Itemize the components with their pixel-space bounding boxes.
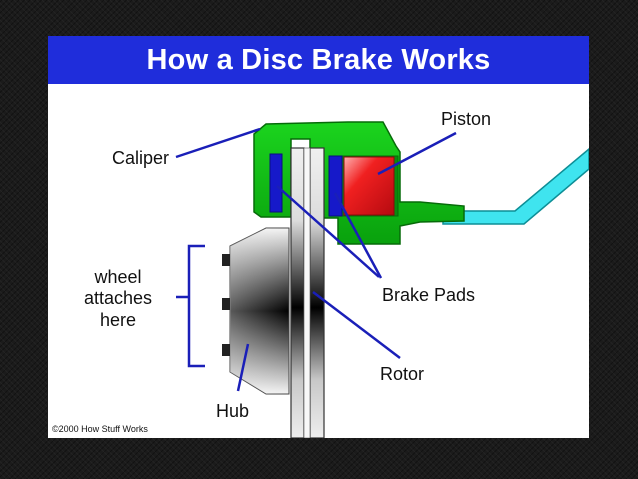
- pads-leader-outer: [276, 185, 380, 278]
- rotor-inner-disc: [309, 147, 325, 438]
- piston-label: Piston: [441, 109, 491, 129]
- wheel-label-line2: attaches: [84, 288, 152, 308]
- wheel-label-line3: here: [100, 310, 136, 330]
- diagram-title: How a Disc Brake Works: [146, 43, 491, 76]
- rotor-gap: [303, 147, 311, 438]
- hub-leader: [236, 343, 250, 392]
- title-bar: How a Disc Brake Works: [48, 36, 589, 84]
- copyright-text: ©2000 How Stuff Works: [52, 424, 148, 434]
- caliper-leader: [175, 127, 261, 159]
- brake-pad-outer: [269, 153, 283, 213]
- rotor-label: Rotor: [380, 364, 424, 384]
- piston: [343, 156, 395, 216]
- wheel-stud-middle: [222, 298, 230, 310]
- hub-label: Hub: [216, 401, 249, 421]
- brake-pad-inner: [328, 155, 343, 217]
- disc-brake-diagram: Caliper Piston wheel attaches here Brake…: [52, 109, 589, 438]
- brake-pads-label: Brake Pads: [382, 285, 475, 305]
- wheel-stud-top: [222, 254, 230, 266]
- rotor-leader: [312, 291, 401, 359]
- wheel-bracket: [187, 244, 205, 368]
- caliper-label: Caliper: [112, 148, 169, 168]
- piston-leader: [377, 131, 457, 176]
- diagram-slide: How a Disc Brake Works: [48, 36, 589, 438]
- pads-leader-inner: [333, 192, 383, 279]
- rotor-outer-disc: [290, 147, 305, 438]
- wheel-stud-bottom: [222, 344, 230, 356]
- hydraulic-line: [442, 148, 589, 225]
- wheel-label-line1: wheel: [93, 267, 141, 287]
